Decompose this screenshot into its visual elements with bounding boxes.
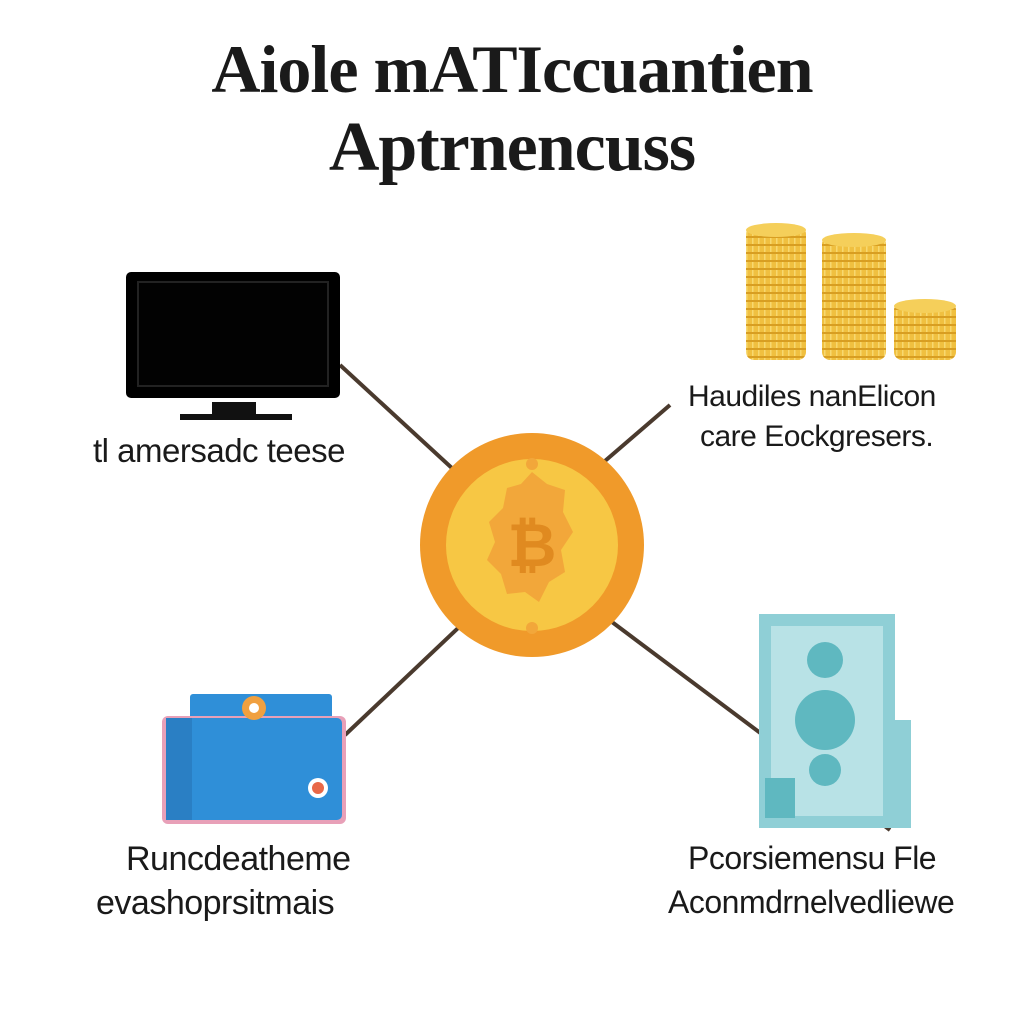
bill-label-line-1: Pcorsiemensu Fle (688, 840, 937, 876)
banknote-icon (759, 614, 911, 828)
bitcoin-coin-icon: ₿ (420, 433, 644, 657)
coins-label-line-2: care Eockgresers. (700, 420, 934, 453)
bill-label-line-2: Aconmdrnelvedliewe (668, 884, 955, 920)
monitor-label: tl amersadc teese (93, 432, 345, 469)
coin-stacks-icon (746, 223, 956, 360)
credit-card-icon (162, 694, 346, 824)
title-line-2: Aptrnencuss (328, 109, 696, 186)
card-label-line-1: Runcdeatheme (126, 840, 351, 878)
monitor-icon (126, 272, 340, 420)
title-line-1: Aiole mATIccuantien (211, 31, 813, 107)
coins-label-line-1: Haudiles nanElicon (688, 380, 936, 413)
card-label-line-2: evashoprsitmais (96, 884, 335, 922)
svg-text:₿: ₿ (508, 512, 557, 579)
